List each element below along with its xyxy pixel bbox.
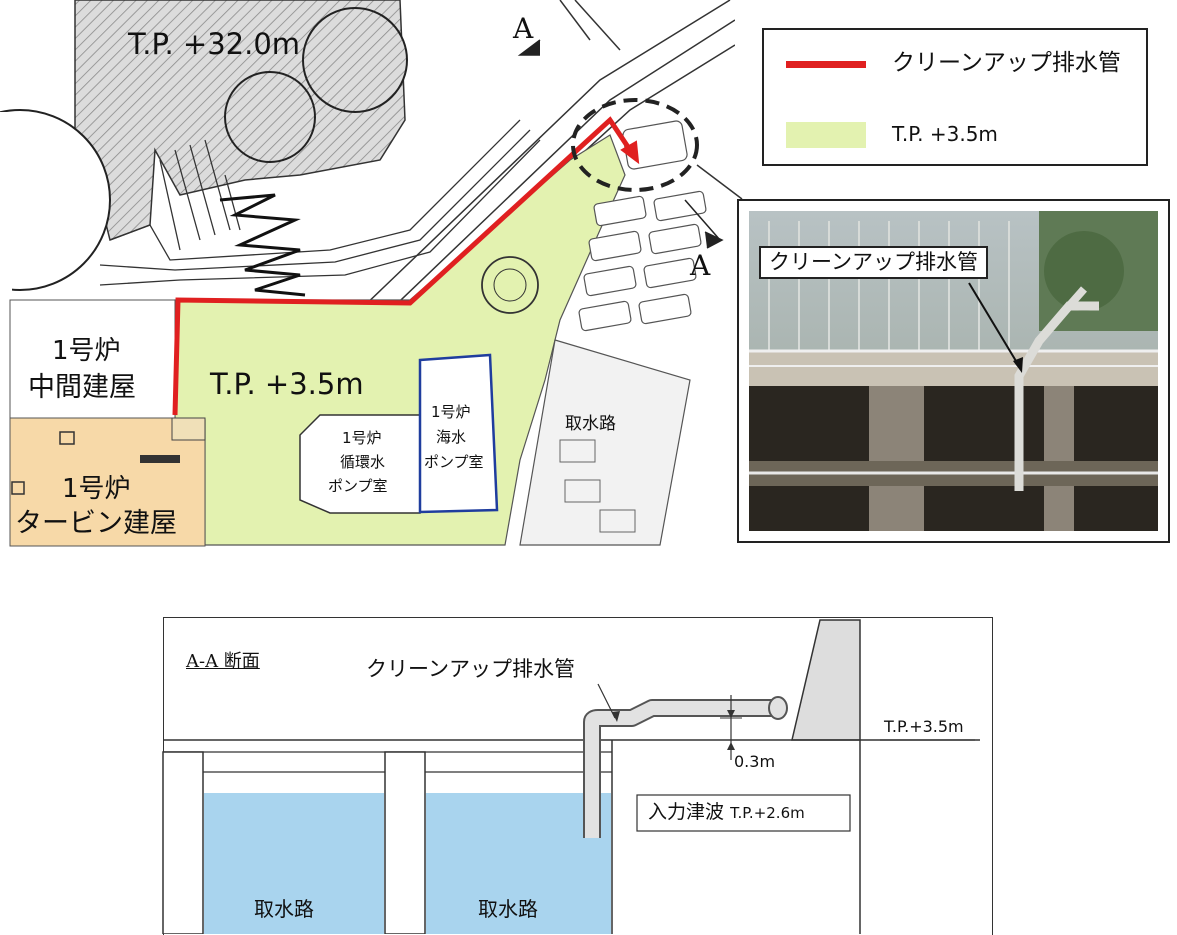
pipe-arrow-head xyxy=(620,140,640,165)
section-arrow-top xyxy=(517,39,541,56)
sea-pump-room-box xyxy=(418,353,499,514)
circ-pump-line3: ポンプ室 xyxy=(328,477,388,495)
sea-pump-line1: 1号炉 xyxy=(431,403,471,421)
tsunami-label: 入力津波 T.P.+2.6m xyxy=(648,803,805,822)
legend-pipe-swatch xyxy=(786,61,866,68)
highlight-ellipse xyxy=(571,98,699,192)
intake-grid xyxy=(578,120,707,332)
tsunami-level: T.P.+2.6m xyxy=(730,804,805,822)
slope-lines xyxy=(99,119,541,286)
intake-left-label: 取水路 xyxy=(254,897,314,921)
tsunami-text: 入力津波 xyxy=(648,801,725,823)
cleanup-pipe-route xyxy=(172,116,633,416)
section-arrow-bottom xyxy=(704,231,724,249)
water-left xyxy=(204,793,384,934)
intake-channel xyxy=(519,339,691,546)
plan-view: T.P. +32.0m T.P. +3.5m A A 1号炉 中間建屋 1号炉 … xyxy=(0,0,735,550)
turbine-bldg-line1: 1号炉 xyxy=(62,474,131,504)
elev-low-label: T.P. +3.5m xyxy=(210,367,364,401)
intermediate-bldg-line2: 中間建屋 xyxy=(28,372,136,403)
sea-pump-line3: ポンプ室 xyxy=(424,453,484,471)
tsunami-box xyxy=(636,794,851,832)
photo-callout: クリーンアップ排水管 xyxy=(759,246,988,279)
elev-high-label: T.P. +32.0m xyxy=(128,27,301,61)
photo-pipe xyxy=(1014,301,1099,491)
tank-circle-2 xyxy=(224,71,316,163)
small-tank xyxy=(481,256,539,314)
section-gap-label: 0.3m xyxy=(734,752,776,771)
section-marker-a-bottom: A xyxy=(690,249,711,282)
circ-pump-line2: 循環水 xyxy=(340,453,386,471)
section-ground-level: T.P.+3.5m xyxy=(884,717,964,736)
intake-label-plan: 取水路 xyxy=(565,414,616,434)
legend-pipe-label: クリーンアップ排水管 xyxy=(892,50,1121,76)
section-marker-a-top: A xyxy=(513,12,534,45)
tank-circle-1 xyxy=(302,7,408,113)
legend-area-swatch xyxy=(786,122,866,148)
reactor-circle xyxy=(0,109,111,291)
plan-drawing xyxy=(0,0,735,547)
section-wall xyxy=(791,619,861,741)
intermediate-bldg-line1: 1号炉 xyxy=(52,336,121,366)
legend-box: クリーンアップ排水管 T.P. +3.5m xyxy=(762,28,1148,166)
pier-middle xyxy=(384,751,426,934)
intake-right-label: 取水路 xyxy=(478,897,538,921)
circ-pump-line1: 1号炉 xyxy=(342,429,382,447)
sea-pump-line2: 海水 xyxy=(436,428,467,446)
legend-area-label: T.P. +3.5m xyxy=(892,122,998,146)
site-photo: クリーンアップ排水管 xyxy=(737,199,1170,543)
pier-left xyxy=(162,751,204,934)
section-pipe-label: クリーンアップ排水管 xyxy=(366,657,575,681)
water-right xyxy=(426,793,611,934)
zigzag-line xyxy=(219,193,306,297)
photo-callout-pointer xyxy=(968,282,1023,373)
turbine-bldg-line2: タービン建屋 xyxy=(15,508,177,539)
section-title: A-A 断面 xyxy=(186,651,260,672)
